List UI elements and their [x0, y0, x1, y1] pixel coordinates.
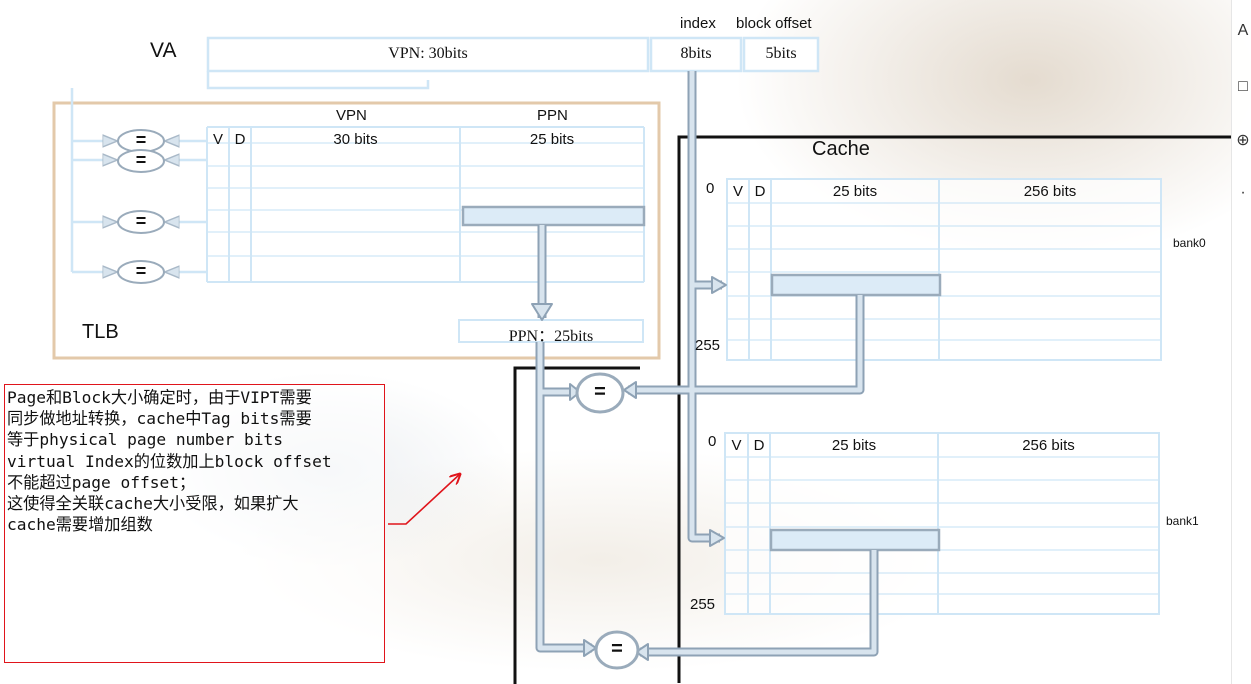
- tlb-comparator-3-symbol: =: [118, 211, 164, 232]
- tlb-ppn-bits: 25 bits: [460, 131, 644, 148]
- cache-bank1-row-first: 0: [708, 433, 716, 450]
- cache-bank1-table: [725, 433, 1159, 614]
- tlb-label: TLB: [82, 321, 119, 344]
- va-index-field: 8bits: [651, 45, 741, 63]
- more-icon[interactable]: ·: [1235, 184, 1251, 202]
- select-icon[interactable]: □: [1235, 78, 1251, 96]
- cache-bank0-data-bits: 256 bits: [939, 183, 1161, 200]
- cache-bank1-label: bank1: [1166, 514, 1199, 528]
- va-index-header: index: [680, 15, 716, 32]
- annotation-note-text: Page和Block大小确定时，由于VIPT需要 同步做地址转换，cache中T…: [7, 387, 386, 535]
- text-translate-icon[interactable]: A: [1235, 22, 1251, 40]
- cache-bank0-label: bank0: [1173, 236, 1206, 250]
- cache-bank1-tag-bits: 25 bits: [770, 437, 938, 454]
- tlb-ppn-header: PPN: [537, 107, 568, 124]
- tlb-col-v: V: [207, 131, 229, 148]
- va-offset-header: block offset: [736, 15, 812, 32]
- va-vpn-field: VPN: 30bits: [208, 45, 648, 63]
- cache-comparator-bank1-symbol: =: [596, 638, 638, 661]
- tlb-comparator-1-symbol: =: [118, 130, 164, 151]
- cache-title: Cache: [812, 138, 870, 161]
- cache-bank1-tag-highlight: [771, 530, 939, 550]
- cache-bank0-col-d: D: [749, 183, 771, 200]
- zoom-in-icon[interactable]: ⊕: [1235, 130, 1251, 150]
- tlb-comparator-2-symbol: =: [118, 150, 164, 171]
- cache-bank1-data-bits: 256 bits: [938, 437, 1159, 454]
- cache-bank0-tag-highlight: [772, 275, 940, 295]
- annotation-note: Page和Block大小确定时，由于VIPT需要 同步做地址转换，cache中T…: [4, 384, 385, 663]
- cache-bank0-tag-bits: 25 bits: [771, 183, 939, 200]
- cache-bank0-col-v: V: [727, 183, 749, 200]
- cache-bank1-row-last: 255: [690, 596, 715, 613]
- va-offset-field: 5bits: [744, 45, 818, 63]
- va-label: VA: [150, 39, 176, 63]
- tlb-col-d: D: [229, 131, 251, 148]
- tlb-comparator-4-symbol: =: [118, 261, 164, 282]
- tlb-vpn-header: VPN: [336, 107, 367, 124]
- cache-comparator-bank0-symbol: =: [577, 381, 623, 404]
- tlb-vpn-bits: 30 bits: [251, 131, 460, 148]
- note-pointer-arrow: [388, 474, 460, 524]
- tlb-ppn-output: PPN：25bits: [459, 322, 643, 346]
- cache-bank1-col-v: V: [725, 437, 748, 454]
- va-vpn-bracket: [208, 71, 428, 88]
- cache-bank0-row-first: 0: [706, 180, 714, 197]
- cache-bank0-table: [727, 179, 1161, 360]
- tlb-ppn-highlight: [463, 207, 644, 225]
- cache-bank1-col-d: D: [748, 437, 770, 454]
- viewer-toolbar: A □ ⊕ ·: [1231, 0, 1251, 684]
- cache-bank0-row-last: 255: [695, 337, 720, 354]
